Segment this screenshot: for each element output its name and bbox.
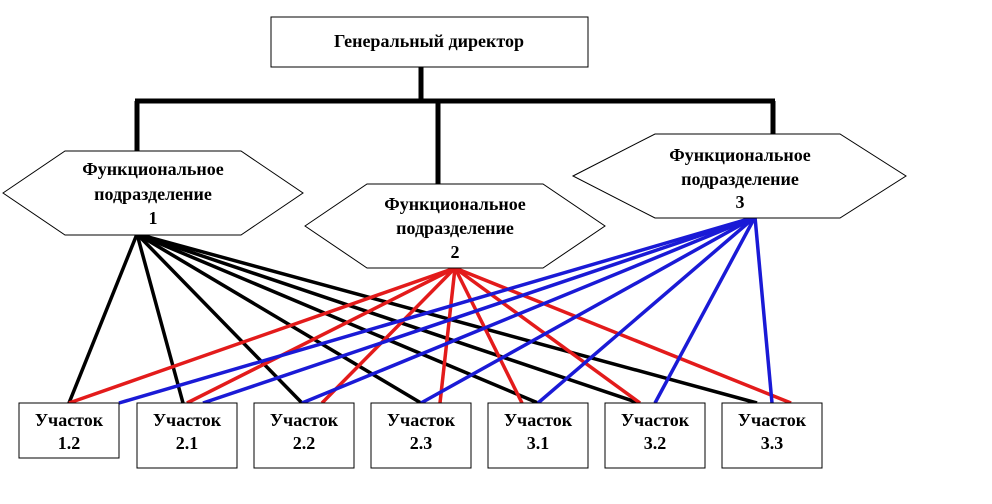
site-label: Участок — [504, 410, 573, 430]
department-3-line1: Функциональное — [669, 145, 810, 165]
site-number: 3.1 — [527, 433, 550, 453]
department-1-line1: Функциональное — [82, 159, 223, 179]
link-department-1-to-site-2 — [135, 233, 185, 404]
site-number: 2.1 — [176, 433, 199, 453]
site-label: Участок — [621, 410, 690, 430]
site-1-2: Участок 1.2 — [18, 402, 120, 459]
link-department-3-to-site-7 — [753, 216, 774, 404]
department-2: Функциональное подразделение 2 — [304, 183, 606, 269]
site-2-2: Участок 2.2 — [253, 402, 355, 469]
link-department-3-to-site-6 — [653, 216, 757, 404]
link-department-2-to-site-4 — [438, 267, 457, 404]
link-department-1-to-site-3 — [135, 232, 304, 405]
site-box — [604, 402, 706, 469]
department-1-line2: подразделение — [94, 184, 212, 204]
site-number: 1.2 — [58, 433, 81, 453]
site-label: Участок — [738, 410, 807, 430]
site-box — [487, 402, 589, 469]
site-label: Участок — [270, 410, 339, 430]
site-label: Участок — [153, 410, 222, 430]
link-department-2-to-site-1 — [68, 266, 456, 405]
link-department-2-to-site-2 — [186, 266, 456, 405]
department-3-line3: 3 — [736, 192, 745, 212]
link-department-3-to-site-4 — [420, 215, 756, 405]
site-number: 2.2 — [293, 433, 316, 453]
department-3-line2: подразделение — [681, 169, 799, 189]
department-1: Функциональное подразделение 1 — [2, 150, 304, 236]
link-department-1-to-site-1 — [67, 233, 139, 404]
link-department-2-to-site-7 — [454, 266, 792, 405]
link-department-2-to-site-5 — [453, 267, 524, 404]
site-box — [18, 402, 120, 459]
site-3-2: Участок 3.2 — [604, 402, 706, 469]
site-number: 2.3 — [410, 433, 433, 453]
link-department-2-to-site-3 — [320, 266, 457, 405]
link-department-2-to-site-6 — [453, 266, 642, 405]
department-1-line3: 1 — [149, 208, 158, 228]
site-box — [370, 402, 472, 469]
director-box — [270, 16, 589, 68]
site-label: Участок — [387, 410, 456, 430]
link-department-3-to-site-2 — [202, 215, 756, 405]
site-number: 3.3 — [761, 433, 784, 453]
site-box — [721, 402, 823, 469]
site-3-1: Участок 3.1 — [487, 402, 589, 469]
link-department-3-to-site-3 — [301, 215, 756, 405]
site-2-1: Участок 2.1 — [136, 402, 238, 469]
department-2-hexagon — [304, 183, 606, 269]
department-2-line2: подразделение — [396, 218, 514, 238]
link-department-3-to-site-5 — [536, 215, 757, 405]
director-node: Генеральный директор — [270, 16, 589, 68]
department-2-line1: Функциональное — [384, 194, 525, 214]
director-label: Генеральный директор — [334, 31, 524, 51]
department-3: Функциональное подразделение 3 — [571, 133, 907, 219]
link-department-3-to-site-1 — [118, 215, 756, 405]
site-3-3: Участок 3.3 — [721, 402, 823, 469]
site-label: Участок — [35, 410, 104, 430]
link-department-1-to-site-7 — [136, 232, 758, 405]
matrix-links — [67, 215, 792, 405]
site-box — [136, 402, 238, 469]
site-number: 3.2 — [644, 433, 667, 453]
department-3-hexagon — [571, 133, 907, 219]
department-2-line3: 2 — [451, 242, 460, 262]
link-department-1-to-site-6 — [136, 232, 640, 405]
department-1-hexagon — [2, 150, 304, 236]
site-2-3: Участок 2.3 — [370, 402, 472, 469]
site-box — [253, 402, 355, 469]
hierarchy-connectors — [134, 66, 776, 185]
